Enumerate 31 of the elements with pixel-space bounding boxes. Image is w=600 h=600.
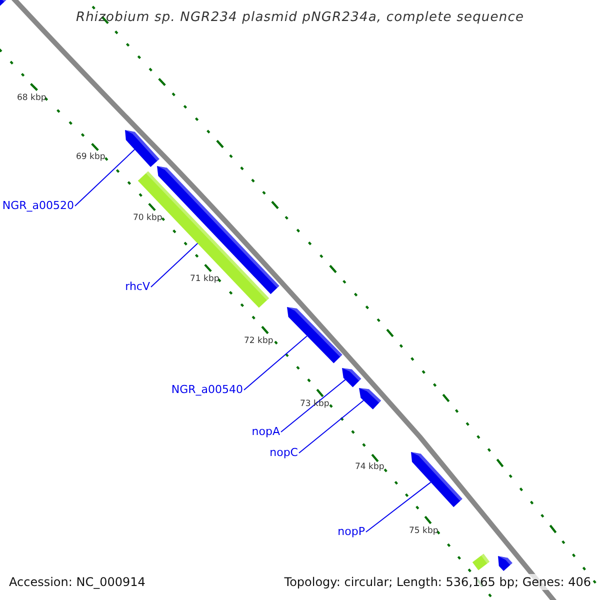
- tick-label: 72 kbp: [244, 337, 274, 346]
- gene-feature: [411, 452, 462, 508]
- leader-line: [244, 336, 308, 390]
- tick-label: 74 kbp: [355, 463, 384, 472]
- accession-text: Accession: NC_000914: [9, 576, 146, 588]
- leader-line: [366, 482, 432, 532]
- leader-line: [74, 149, 136, 206]
- tick-label: 71 kbp: [190, 275, 220, 284]
- tick-label: 69 kbp: [76, 153, 106, 162]
- gene-feature: [287, 307, 342, 364]
- map-title: Rhizobium sp. NGR234 plasmid pNGR234a, complete sequence: [74, 11, 526, 24]
- gene-feature: [359, 388, 382, 410]
- summary-text: Topology: circular; Length: 536,165 bp; Genes: 406: [284, 574, 591, 590]
- gene-feature: [125, 130, 160, 167]
- gene-label: rhcV: [125, 281, 150, 292]
- leader-line: [280, 379, 346, 432]
- gene-feature: [342, 368, 362, 388]
- tick-label: 68 kbp: [17, 94, 46, 102]
- leader-line: [150, 242, 198, 288]
- gene-label: NGR_a00540: [171, 384, 243, 395]
- gene-feature: [498, 556, 512, 571]
- tick-label: 70 kbp: [133, 214, 162, 222]
- gene-label: nopC: [270, 447, 298, 458]
- gene-label: nopA: [252, 426, 280, 437]
- tick-label: 75 kbp: [409, 527, 438, 536]
- tick-label: 73 kbp: [300, 400, 330, 408]
- gene-label: nopP: [338, 526, 365, 537]
- gene-feature: [472, 554, 490, 570]
- leader-line: [298, 400, 364, 454]
- gene-feature: [0, 0, 6, 8]
- gene-label: NGR_a00520: [2, 200, 74, 211]
